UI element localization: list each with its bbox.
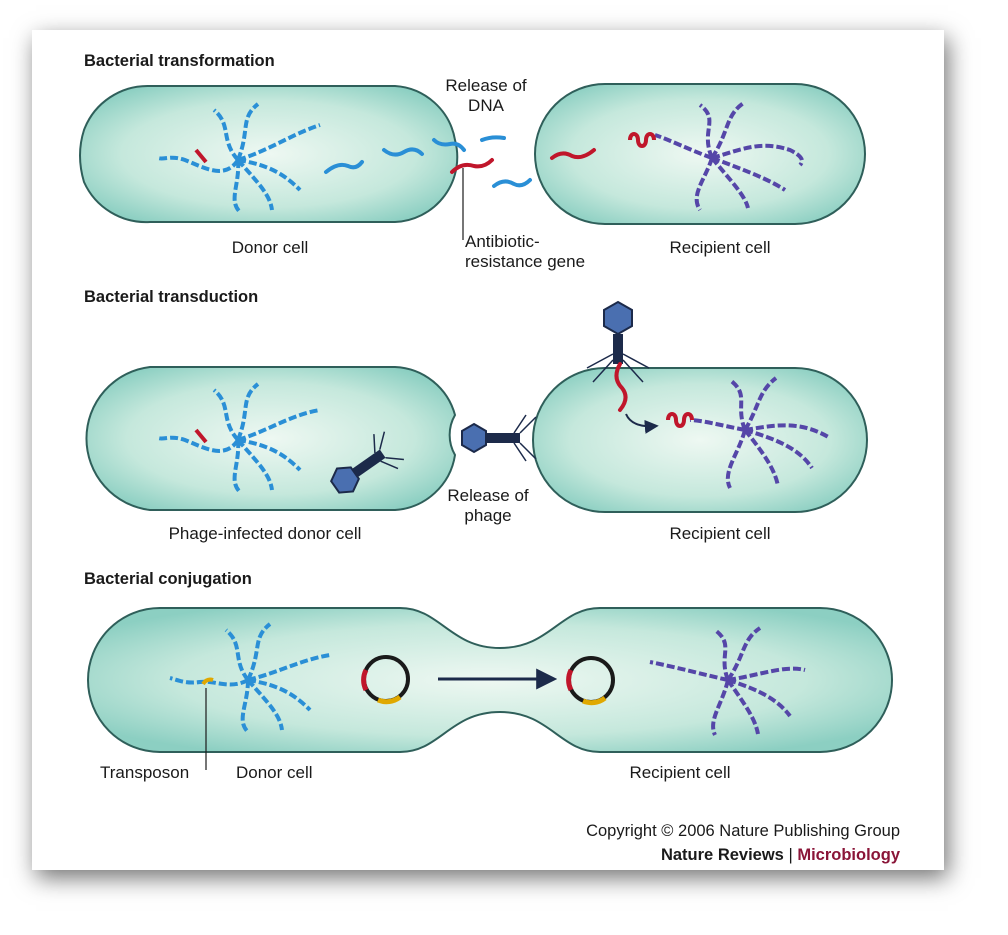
conjugation-heading: Bacterial conjugation [84,570,252,588]
transformation-heading: Bacterial transformation [84,52,275,70]
released-phage [461,414,537,462]
transformation-donor-label: Donor cell [231,238,309,257]
donor-resistance-gene [194,148,208,164]
journal-name: Nature Reviews [660,845,784,864]
transposon [201,677,214,686]
injected-resistance-gene [614,362,628,412]
copyright-text: Copyright © 2006 Nature Publishing Group [586,822,900,840]
recipient-chromosome [649,626,806,736]
transposon-label: Transposon [100,763,190,782]
journal-subject: Microbiology [797,845,900,864]
released-resistance-gene [450,158,494,174]
transduction-donor-label: Phage-infected donor cell [168,524,362,543]
transduction-recipient-label: Recipient cell [669,524,771,543]
conjugation-donor-label: Donor cell [236,763,313,782]
journal-separator: | [783,845,798,864]
incoming-resistance-gene [550,148,596,160]
copyright-credit: Copyright © 2006 Nature Publishing Group… [586,820,900,868]
journal-line: Nature Reviews | Microbiology [586,844,900,868]
donor-resistance-gene [194,428,208,444]
release-of-dna-label: Release of DNA [445,76,527,115]
released-dna-fragments [324,135,532,188]
recipient-chromosome [654,100,804,212]
transduction-heading: Bacterial transduction [84,288,259,306]
integrated-resistance-gene [666,412,694,428]
recipient-cell [532,367,868,513]
conjugation-recipient-label: Recipient cell [629,763,731,782]
antibiotic-resistance-gene-label: Antibiotic- resistance gene [465,232,586,271]
integration-arrow [625,413,659,434]
donor-chromosome [157,102,321,214]
phage-infected-donor-cell [85,366,457,511]
donor-chromosome [169,622,331,734]
phage-attached-to-recipient [586,300,650,383]
recipient-plasmid [566,656,615,706]
integrated-resistance-gene [628,132,656,148]
release-of-phage-label: Release of phage [447,486,529,525]
donor-plasmid [361,655,410,705]
phage-inside-donor [330,431,404,494]
transformation-panel [79,83,866,240]
transduction-panel [85,300,868,513]
transformation-recipient-label: Recipient cell [669,238,771,257]
donor-cell [79,84,459,224]
recipient-chromosome [689,376,832,489]
donor-chromosome [157,382,321,494]
conjugation-panel [87,607,893,770]
